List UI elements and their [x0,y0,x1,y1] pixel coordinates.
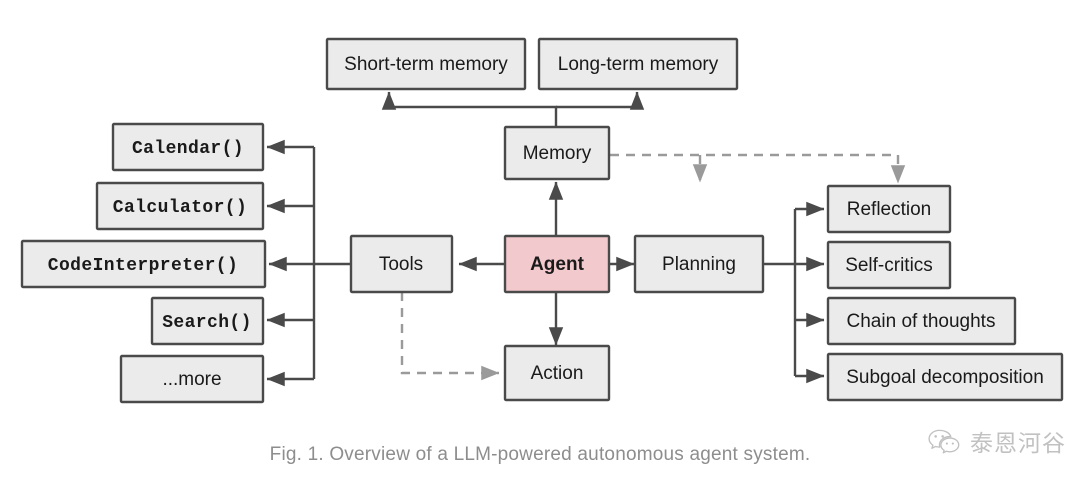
wechat-icon [928,429,960,454]
node-memory[interactable]: Memory [503,125,611,181]
edge-memory-to-memories [381,91,645,127]
edge-tools-dashed-to-action [400,292,500,381]
node-more[interactable]: ...more [119,354,265,404]
node-short-term-memory[interactable]: Short-term memory [325,37,527,91]
node-action[interactable]: Action [503,344,611,402]
node-tools-label: Tools [379,254,423,275]
node-self-critics[interactable]: Self-critics [826,240,952,290]
node-chain-of-thoughts[interactable]: Chain of thoughts [826,296,1017,346]
node-chain-of-thoughts-label: Chain of thoughts [847,311,996,332]
node-tools[interactable]: Tools [349,234,454,294]
node-agent-label: Agent [530,254,585,275]
watermark: 泰恩河谷 [927,424,1066,458]
node-search[interactable]: Search() [150,296,265,346]
node-subgoal-decomposition[interactable]: Subgoal decomposition [826,352,1064,402]
node-code-interpreter[interactable]: CodeInterpreter() [20,239,267,289]
node-reflection[interactable]: Reflection [826,184,952,234]
node-self-critics-label: Self-critics [845,255,933,276]
node-memory-label: Memory [523,143,592,164]
node-planning-label: Planning [662,254,736,275]
edge-memory-dashed-bus [610,153,906,184]
node-calculator-label: Calculator() [113,198,247,218]
node-code-interpreter-label: CodeInterpreter() [48,256,238,276]
node-planning[interactable]: Planning [633,234,765,294]
node-agent[interactable]: Agent [503,234,611,294]
node-calendar-label: Calendar() [132,139,244,159]
node-calendar[interactable]: Calendar() [111,122,265,172]
node-short-term-memory-label: Short-term memory [344,54,508,75]
node-search-label: Search() [162,313,252,333]
node-reflection-label: Reflection [847,199,932,220]
figure-caption: Fig. 1. Overview of a LLM-powered autono… [269,444,811,465]
edge-tools-to-toollist [266,139,351,387]
node-action-label: Action [531,363,584,384]
node-subgoal-decomposition-label: Subgoal decomposition [846,367,1044,388]
node-long-term-memory[interactable]: Long-term memory [537,37,739,91]
node-calculator[interactable]: Calculator() [95,181,265,231]
edge-planning-to-subplans [763,201,825,384]
node-more-label: ...more [162,369,221,390]
node-long-term-memory-label: Long-term memory [558,54,719,75]
watermark-text: 泰恩河谷 [970,431,1066,457]
